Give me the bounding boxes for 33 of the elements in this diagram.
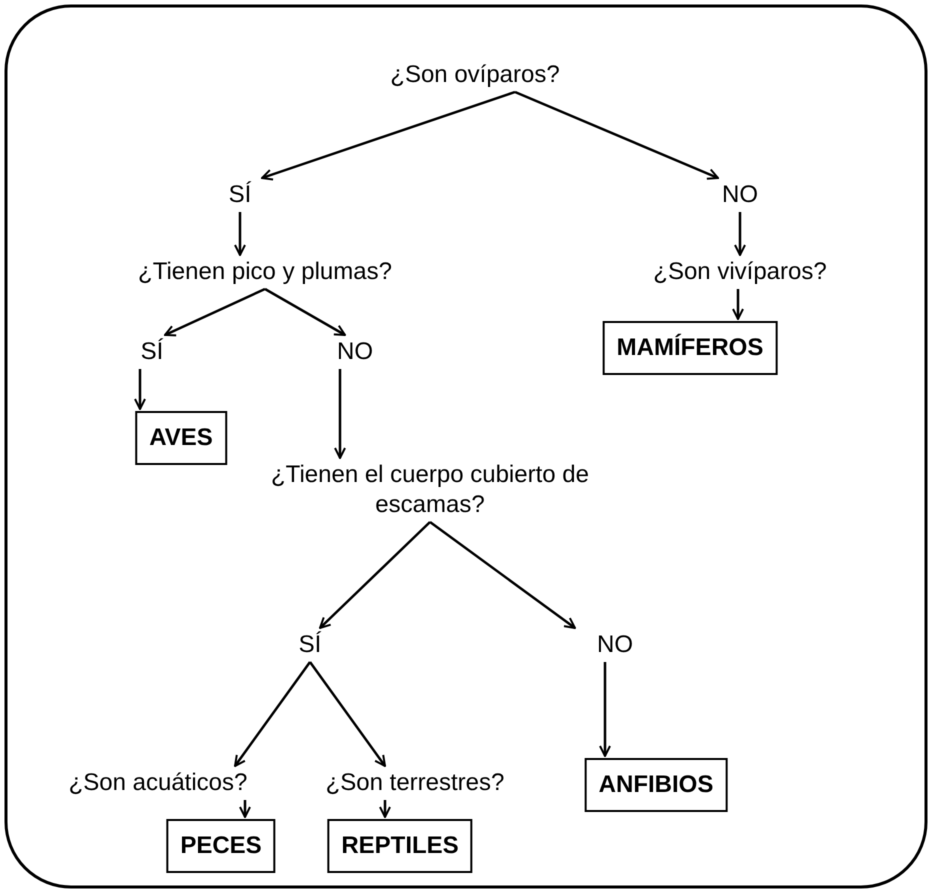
arrow: [234, 661, 312, 767]
arrow: [334, 369, 346, 459]
arrow: [379, 800, 391, 818]
result-box: AVES: [135, 411, 227, 465]
arrow: [308, 661, 386, 767]
arrow: [134, 369, 146, 410]
arrow: [164, 288, 266, 336]
answer-text: SÍ: [140, 337, 164, 367]
arrow: [429, 521, 576, 629]
question-text: ¿Son vivíparos?: [653, 257, 827, 287]
answer-text: SÍ: [228, 180, 252, 210]
result-box: ANFIBIOS: [584, 758, 728, 812]
arrow: [734, 212, 746, 256]
arrow: [732, 289, 744, 320]
result-box: PECES: [166, 819, 276, 873]
arrow: [599, 662, 611, 757]
question-text: ¿Son terrestres?: [326, 768, 504, 798]
result-box: MAMÍFEROS: [602, 321, 778, 375]
answer-text: NO: [597, 630, 633, 660]
answer-text: NO: [337, 337, 373, 367]
question-text: ¿Son acuáticos?: [68, 768, 248, 798]
question-text: ¿Son ovíparos?: [390, 60, 560, 90]
result-box: REPTILES: [327, 819, 473, 873]
arrow: [264, 288, 346, 336]
arrow: [239, 800, 251, 818]
answer-text: NO: [722, 180, 758, 210]
question-text: ¿Tienen pico y plumas?: [138, 257, 392, 287]
arrow: [261, 90, 516, 181]
answer-text: SÍ: [298, 630, 322, 660]
arrow: [234, 212, 246, 256]
question-text: ¿Tienen el cuerpo cubierto de escamas?: [260, 460, 600, 520]
arrow: [319, 521, 431, 629]
arrow: [514, 90, 719, 180]
